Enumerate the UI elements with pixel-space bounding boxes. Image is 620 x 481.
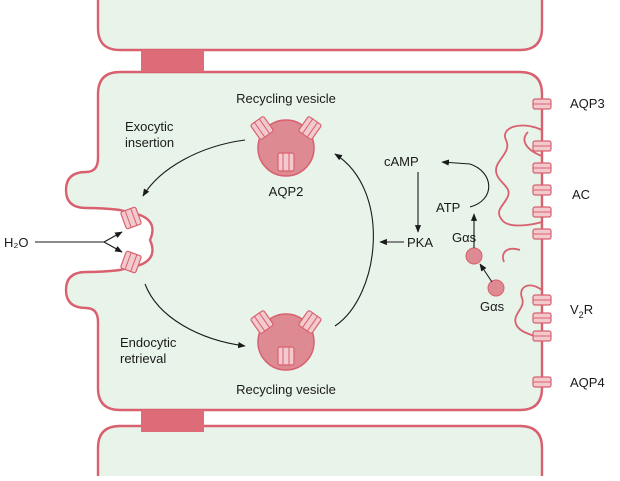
label-atp: ATP: [436, 200, 460, 215]
tight-junction-top: [141, 50, 204, 72]
recycle-up-arrow: [334, 153, 374, 327]
main-cell: [64, 70, 544, 412]
label-v2r: V2R: [570, 302, 593, 320]
label-exocytic-1: Exocytic: [125, 119, 174, 134]
label-recycling-vesicle-bottom: Recycling vesicle: [236, 382, 336, 397]
aqp4-channel: [532, 376, 552, 388]
recycling-vesicle-bottom: [249, 309, 323, 371]
tight-junction-bottom: [141, 410, 204, 432]
label-v2r-sub: 2: [579, 310, 584, 320]
label-aqp3: AQP3: [570, 96, 605, 111]
label-pka: PKA: [407, 235, 433, 250]
recycling-vesicle-top: [249, 115, 323, 177]
endocytic-arrow: [144, 283, 246, 349]
adenylyl-cyclase: [495, 124, 552, 240]
label-endocytic-2: retrieval: [120, 351, 166, 366]
upper-cell: [96, 0, 544, 52]
label-aqp4: AQP4: [570, 375, 605, 390]
water-arrow-split-2: [103, 241, 123, 253]
gas-sphere-bottom: [487, 279, 505, 297]
atp-to-camp-arrow: [441, 159, 490, 208]
label-ac: AC: [572, 187, 590, 202]
aqp3-channel: [532, 98, 552, 110]
label-endocytic-1: Endocytic: [120, 335, 177, 350]
label-v2r-main: V: [570, 302, 579, 317]
label-gas-bottom: Gαs: [480, 299, 505, 314]
label-exocytic-2: insertion: [125, 135, 174, 150]
water-arrow-split: [103, 231, 123, 243]
v2r-receptor: [502, 247, 552, 342]
label-water: H₂O: [4, 235, 29, 250]
lower-cell: [96, 424, 544, 476]
gas-arrow: [479, 263, 493, 283]
label-camp: cAMP: [384, 154, 419, 169]
gas-sphere-top: [465, 247, 483, 265]
label-v2r-end: R: [584, 302, 593, 317]
label-aqp2: AQP2: [269, 184, 304, 199]
label-gas-top: Gαs: [452, 230, 477, 245]
exocytic-arrow: [142, 139, 246, 197]
label-recycling-vesicle-top: Recycling vesicle: [236, 91, 336, 106]
